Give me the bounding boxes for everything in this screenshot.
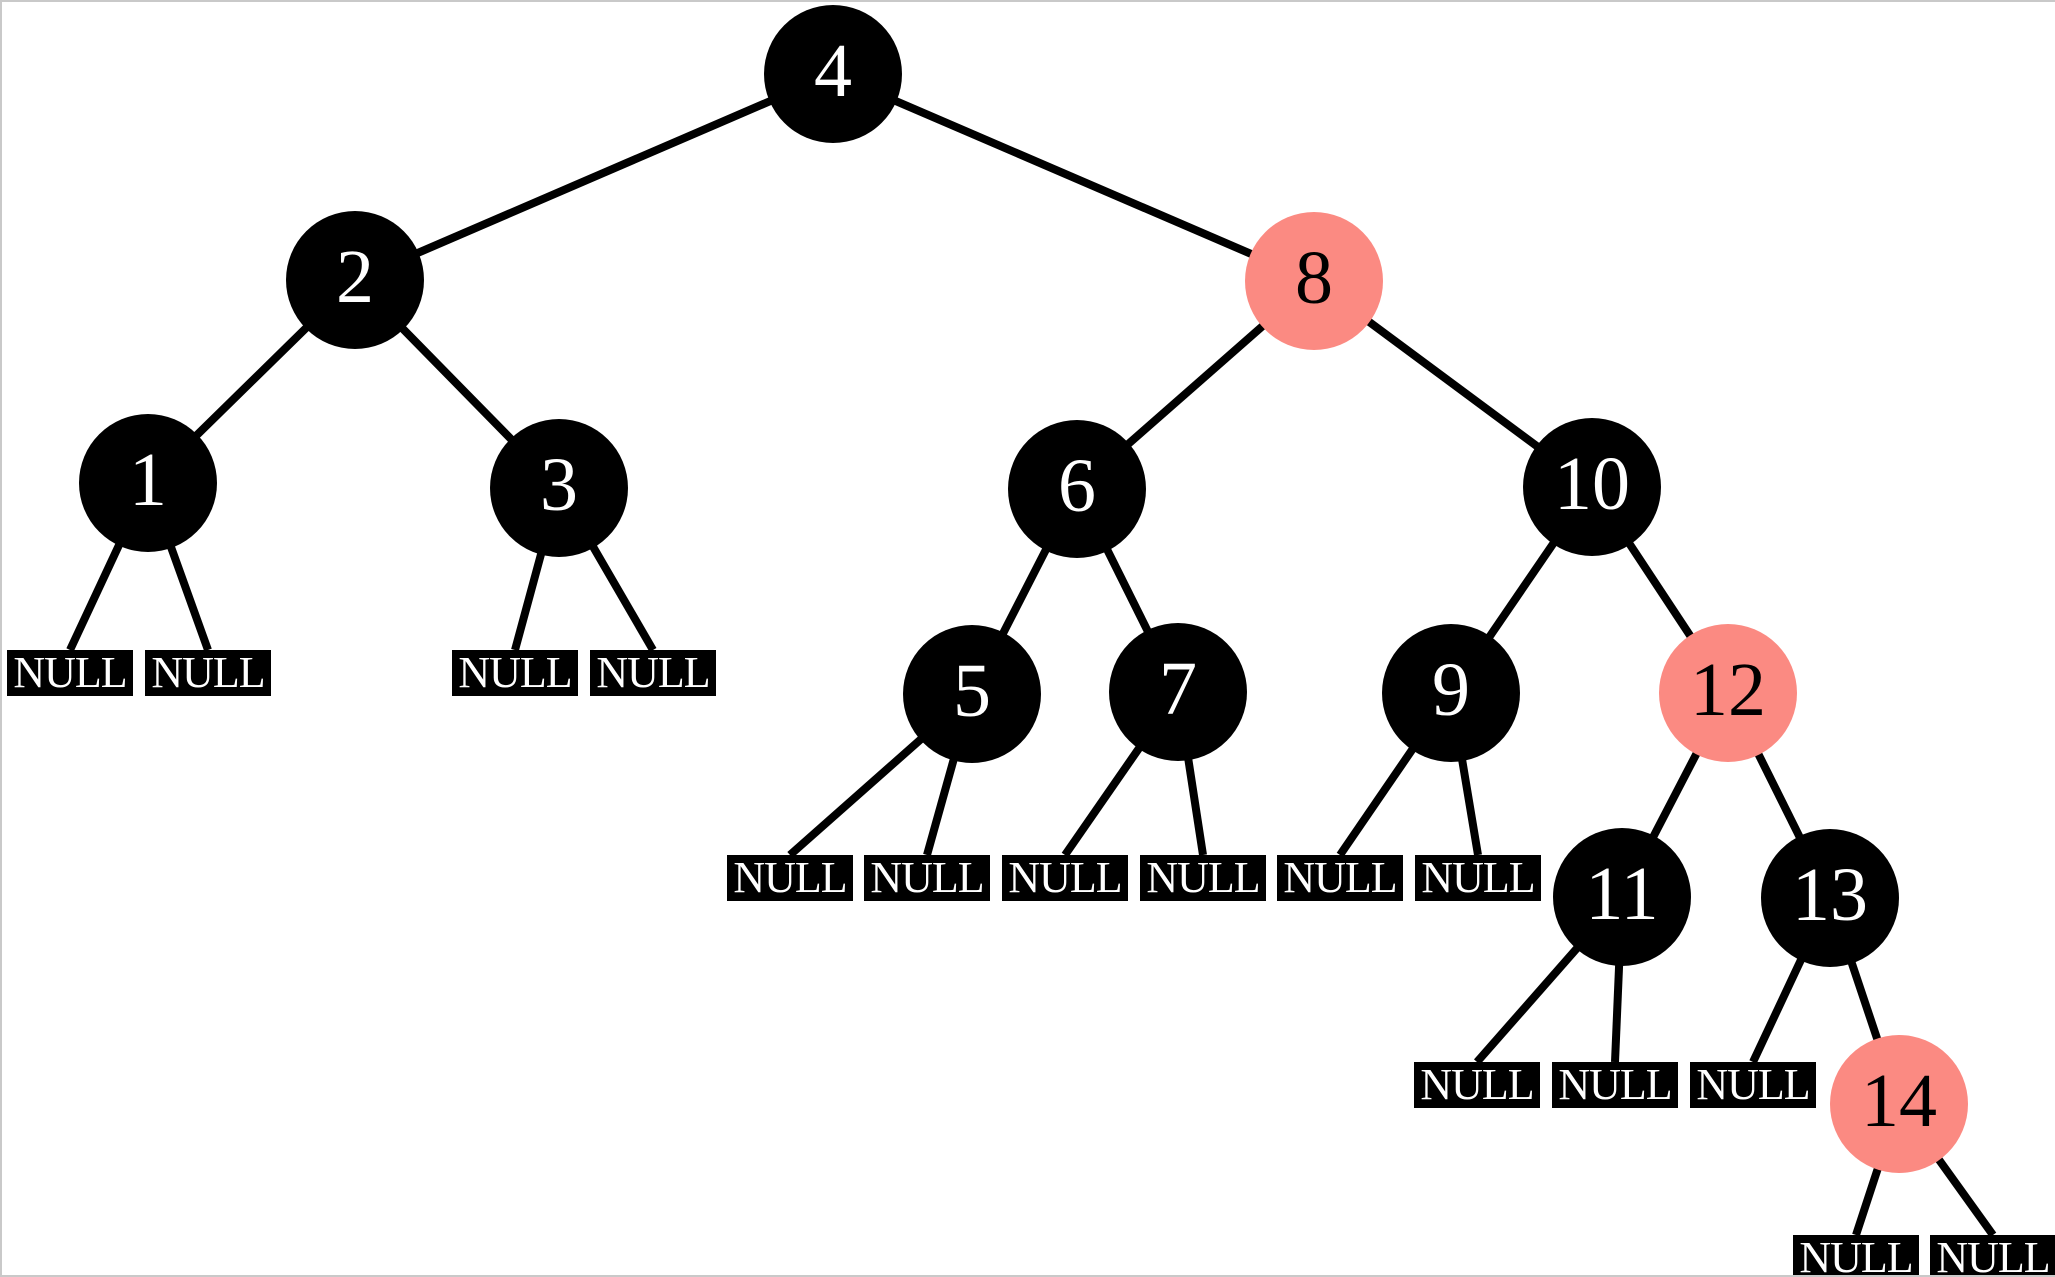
tree-edge-4-2	[353, 70, 835, 284]
tree-node-label-14: 14	[1861, 1059, 1937, 1143]
tree-node-label-11: 11	[1585, 852, 1659, 936]
null-leaf-n2: NULL	[145, 650, 271, 696]
tree-node-11: 11	[1553, 828, 1691, 966]
null-leaf-n12: NULL	[1552, 1062, 1678, 1108]
tree-node-5: 5	[903, 625, 1041, 763]
null-leaf-n1: NULL	[7, 650, 133, 696]
null-leaf-n3: NULL	[452, 650, 578, 696]
null-leaf-label: NULL	[870, 853, 984, 902]
null-leaf-n8: NULL	[1140, 855, 1266, 901]
tree-node-12: 12	[1659, 624, 1797, 762]
null-leaf-label: NULL	[1421, 853, 1535, 902]
tree-node-8: 8	[1245, 212, 1383, 350]
null-leaf-label: NULL	[1696, 1060, 1810, 1109]
null-leaf-label: NULL	[733, 853, 847, 902]
tree-node-13: 13	[1761, 829, 1899, 967]
null-leaf-n7: NULL	[1002, 855, 1128, 901]
null-leaf-label: NULL	[1283, 853, 1397, 902]
tree-node-10: 10	[1523, 418, 1661, 556]
tree-node-label-7: 7	[1159, 647, 1197, 731]
tree-node-7: 7	[1109, 623, 1247, 761]
tree-node-label-13: 13	[1792, 853, 1868, 937]
tree-node-label-12: 12	[1690, 648, 1766, 732]
tree-node-14: 14	[1830, 1035, 1968, 1173]
null-leaf-label: NULL	[1799, 1233, 1913, 1277]
tree-node-label-5: 5	[953, 649, 991, 733]
null-leaf-n11: NULL	[1414, 1062, 1540, 1108]
null-leaf-label: NULL	[458, 648, 572, 697]
null-leaf-n15: NULL	[1930, 1233, 2055, 1277]
tree-node-2: 2	[286, 211, 424, 349]
tree-node-label-6: 6	[1058, 444, 1096, 528]
tree-node-label-1: 1	[129, 438, 167, 522]
null-leaf-n6: NULL	[864, 855, 990, 901]
tree-node-6: 6	[1008, 420, 1146, 558]
null-leaf-n10: NULL	[1415, 855, 1541, 901]
tree-node-4: 4	[764, 5, 902, 143]
tree-node-9: 9	[1382, 624, 1520, 762]
null-leaf-label: NULL	[151, 648, 265, 697]
null-leaf-label: NULL	[1146, 853, 1260, 902]
null-leaf-n14: NULL	[1793, 1233, 1919, 1277]
null-leaf-label: NULL	[596, 648, 710, 697]
tree-node-1: 1	[79, 414, 217, 552]
null-leaf-label: NULL	[13, 648, 127, 697]
null-leaf-n13: NULL	[1690, 1062, 1816, 1108]
tree-node-label-9: 9	[1432, 648, 1470, 732]
null-leaf-n9: NULL	[1277, 855, 1403, 901]
tree-edge-4-8	[831, 70, 1316, 285]
tree-node-label-8: 8	[1295, 236, 1333, 320]
null-leaf-label: NULL	[1936, 1233, 2050, 1277]
tree-node-label-2: 2	[336, 235, 374, 319]
null-leaf-label: NULL	[1420, 1060, 1534, 1109]
null-leaf-n4: NULL	[590, 650, 716, 696]
null-leaf-n5: NULL	[727, 855, 853, 901]
tree-node-label-4: 4	[814, 29, 852, 113]
null-leaf-label: NULL	[1008, 853, 1122, 902]
tree-node-label-3: 3	[540, 443, 578, 527]
null-leaf-label: NULL	[1558, 1060, 1672, 1109]
tree-node-3: 3	[490, 419, 628, 557]
tree-node-label-10: 10	[1554, 442, 1630, 526]
